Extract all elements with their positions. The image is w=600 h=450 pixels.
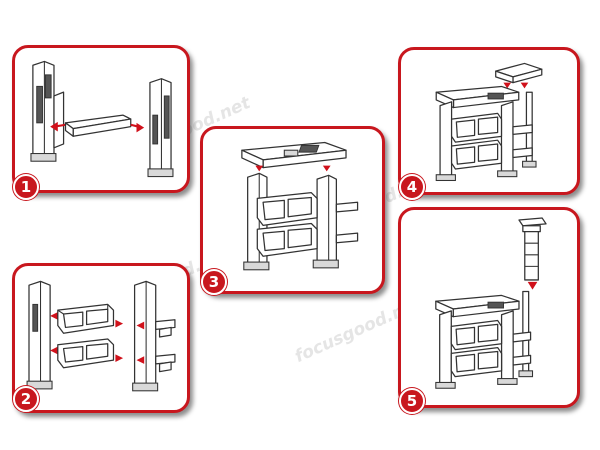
step-5-illustration	[435, 217, 547, 389]
step-4-illustration	[435, 62, 543, 182]
step-2-badge: 2	[13, 386, 39, 412]
step-3-panel: 3	[200, 126, 385, 295]
step-3-illustration	[241, 141, 359, 271]
step-2-illustration	[26, 280, 176, 392]
step-4-badge: 4	[399, 174, 425, 200]
step-3-badge: 3	[201, 269, 227, 295]
step-5-panel: 5	[398, 207, 580, 414]
step-5-badge: 5	[399, 388, 425, 414]
step-1-illustration	[30, 60, 174, 178]
step-2-panel: 2	[12, 263, 190, 413]
step-1-panel: 1	[12, 45, 190, 200]
step-4-panel: 4	[398, 47, 580, 200]
step-1-badge: 1	[13, 174, 39, 200]
